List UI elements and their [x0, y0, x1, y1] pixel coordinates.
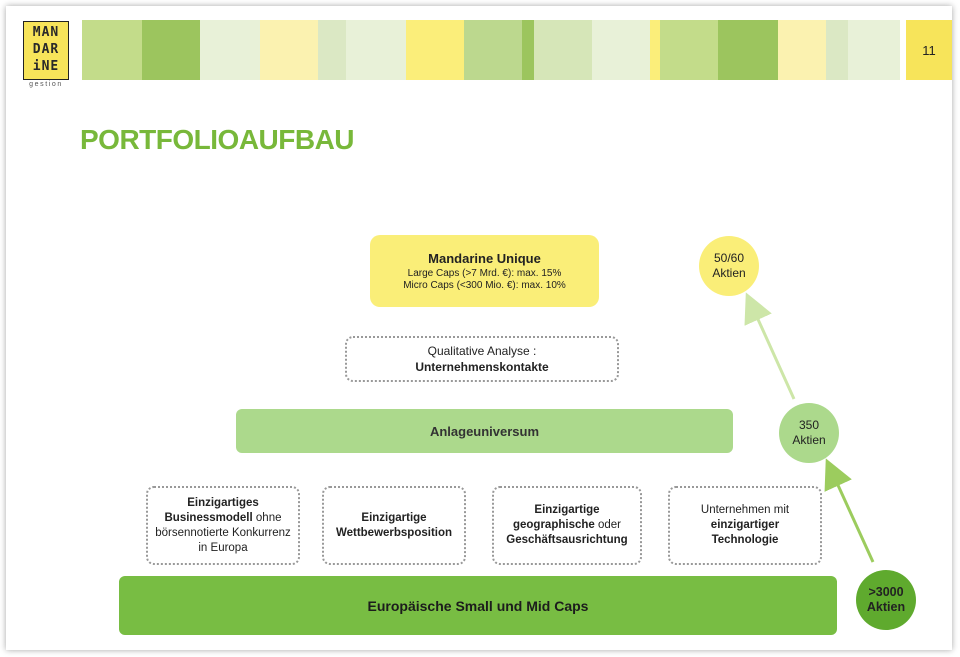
color-stripe-10	[592, 20, 650, 80]
color-stripe-5	[346, 20, 406, 80]
color-stripe-12	[660, 20, 718, 80]
circle-50-60-aktien: 50/60 Aktien	[699, 236, 759, 296]
color-stripe-7	[464, 20, 522, 80]
color-stripe-0	[82, 20, 142, 80]
criterion-rest: oder	[594, 519, 622, 531]
color-stripe-9	[534, 20, 592, 80]
page-number: 11	[906, 20, 952, 80]
color-stripe-4	[318, 20, 346, 80]
color-stripe-15	[826, 20, 848, 80]
european-small-mid-caps-bar: Europäische Small und Mid Caps	[119, 576, 837, 635]
mandarine-logo: MAN DAR iNE	[23, 21, 69, 80]
criterion-bold: einzigartiger Technologie	[710, 519, 780, 546]
unique-line-1: Large Caps (>7 Mrd. €): max. 15%	[407, 267, 562, 279]
mandarine-unique-box: Mandarine Unique Large Caps (>7 Mrd. €):…	[370, 235, 599, 307]
criterion-box-technologie: Unternehmen mit einzigartiger Technologi…	[668, 486, 822, 565]
circle-unit: Aktien	[866, 600, 906, 614]
criterion-text: Unternehmen mit einzigartiger Technologi…	[676, 503, 814, 548]
criterion-bold: Einzigartige geographische	[512, 504, 600, 531]
logo-subtitle: gestion	[29, 81, 63, 88]
circle-unit: Aktien	[712, 266, 746, 280]
circle-350-aktien: 350 Aktien	[779, 403, 839, 463]
logo-line-1: MAN	[32, 25, 60, 40]
circle-value: 50/60	[713, 251, 745, 265]
circle-3000-aktien: >3000 Aktien	[856, 570, 916, 630]
logo-line-3: iNE	[32, 59, 60, 74]
color-stripe-16	[848, 20, 900, 80]
slide: MAN DAR iNE gestion 11 PORTFOLIOAUFBAU M…	[6, 6, 952, 650]
arrow-3000-to-350	[824, 458, 875, 563]
circle-value: 350	[798, 418, 820, 432]
circle-value: >3000	[868, 585, 904, 599]
logo-line-2: DAR	[32, 42, 60, 57]
criterion-rest: ohne börsennotierte Konkurrenz in Europa	[155, 511, 291, 554]
criterion-bold: Einzigartige Wettbewerbsposition	[335, 511, 453, 539]
criterion-box-businessmodell: Einzigartiges Businessmodell ohne börsen…	[146, 486, 300, 565]
arrow-350-to-50	[744, 292, 796, 400]
criterion-bold-2: Geschäftsausrichtung	[506, 534, 628, 546]
color-stripe-1	[142, 20, 200, 80]
qualitative-line-2: Unternehmenskontakte	[415, 360, 549, 374]
criterion-box-wettbewerb: Einzigartige Wettbewerbsposition	[322, 486, 466, 565]
color-stripe-6	[406, 20, 464, 80]
criterion-text: Einzigartige Wettbewerbsposition	[330, 511, 458, 541]
criterion-text: Einzigartiges Businessmodell ohne börsen…	[154, 496, 292, 556]
color-stripe-14	[778, 20, 826, 80]
circle-unit: Aktien	[792, 433, 826, 447]
color-stripe-13	[718, 20, 778, 80]
unique-title: Mandarine Unique	[428, 250, 541, 266]
qualitative-line-1: Qualitative Analyse :	[427, 344, 537, 358]
color-stripe-3	[260, 20, 318, 80]
color-stripe-11	[650, 20, 660, 80]
criterion-bold: Einzigartiges Businessmodell	[164, 496, 259, 524]
criterion-text: Einzigartige geographische oder Geschäft…	[500, 503, 634, 548]
criterion-box-geographie: Einzigartige geographische oder Geschäft…	[492, 486, 642, 565]
unique-line-2: Micro Caps (<300 Mio. €): max. 10%	[403, 279, 566, 291]
qualitative-analysis-box: Qualitative Analyse : Unternehmenskontak…	[345, 336, 619, 382]
anlageuniversum-bar: Anlageuniversum	[236, 409, 733, 453]
criterion-pre: Unternehmen mit	[700, 504, 790, 516]
color-stripe-8	[522, 20, 534, 80]
arrows	[744, 292, 875, 563]
color-stripe-2	[200, 20, 260, 80]
page-title: PORTFOLIOAUFBAU	[80, 124, 355, 155]
